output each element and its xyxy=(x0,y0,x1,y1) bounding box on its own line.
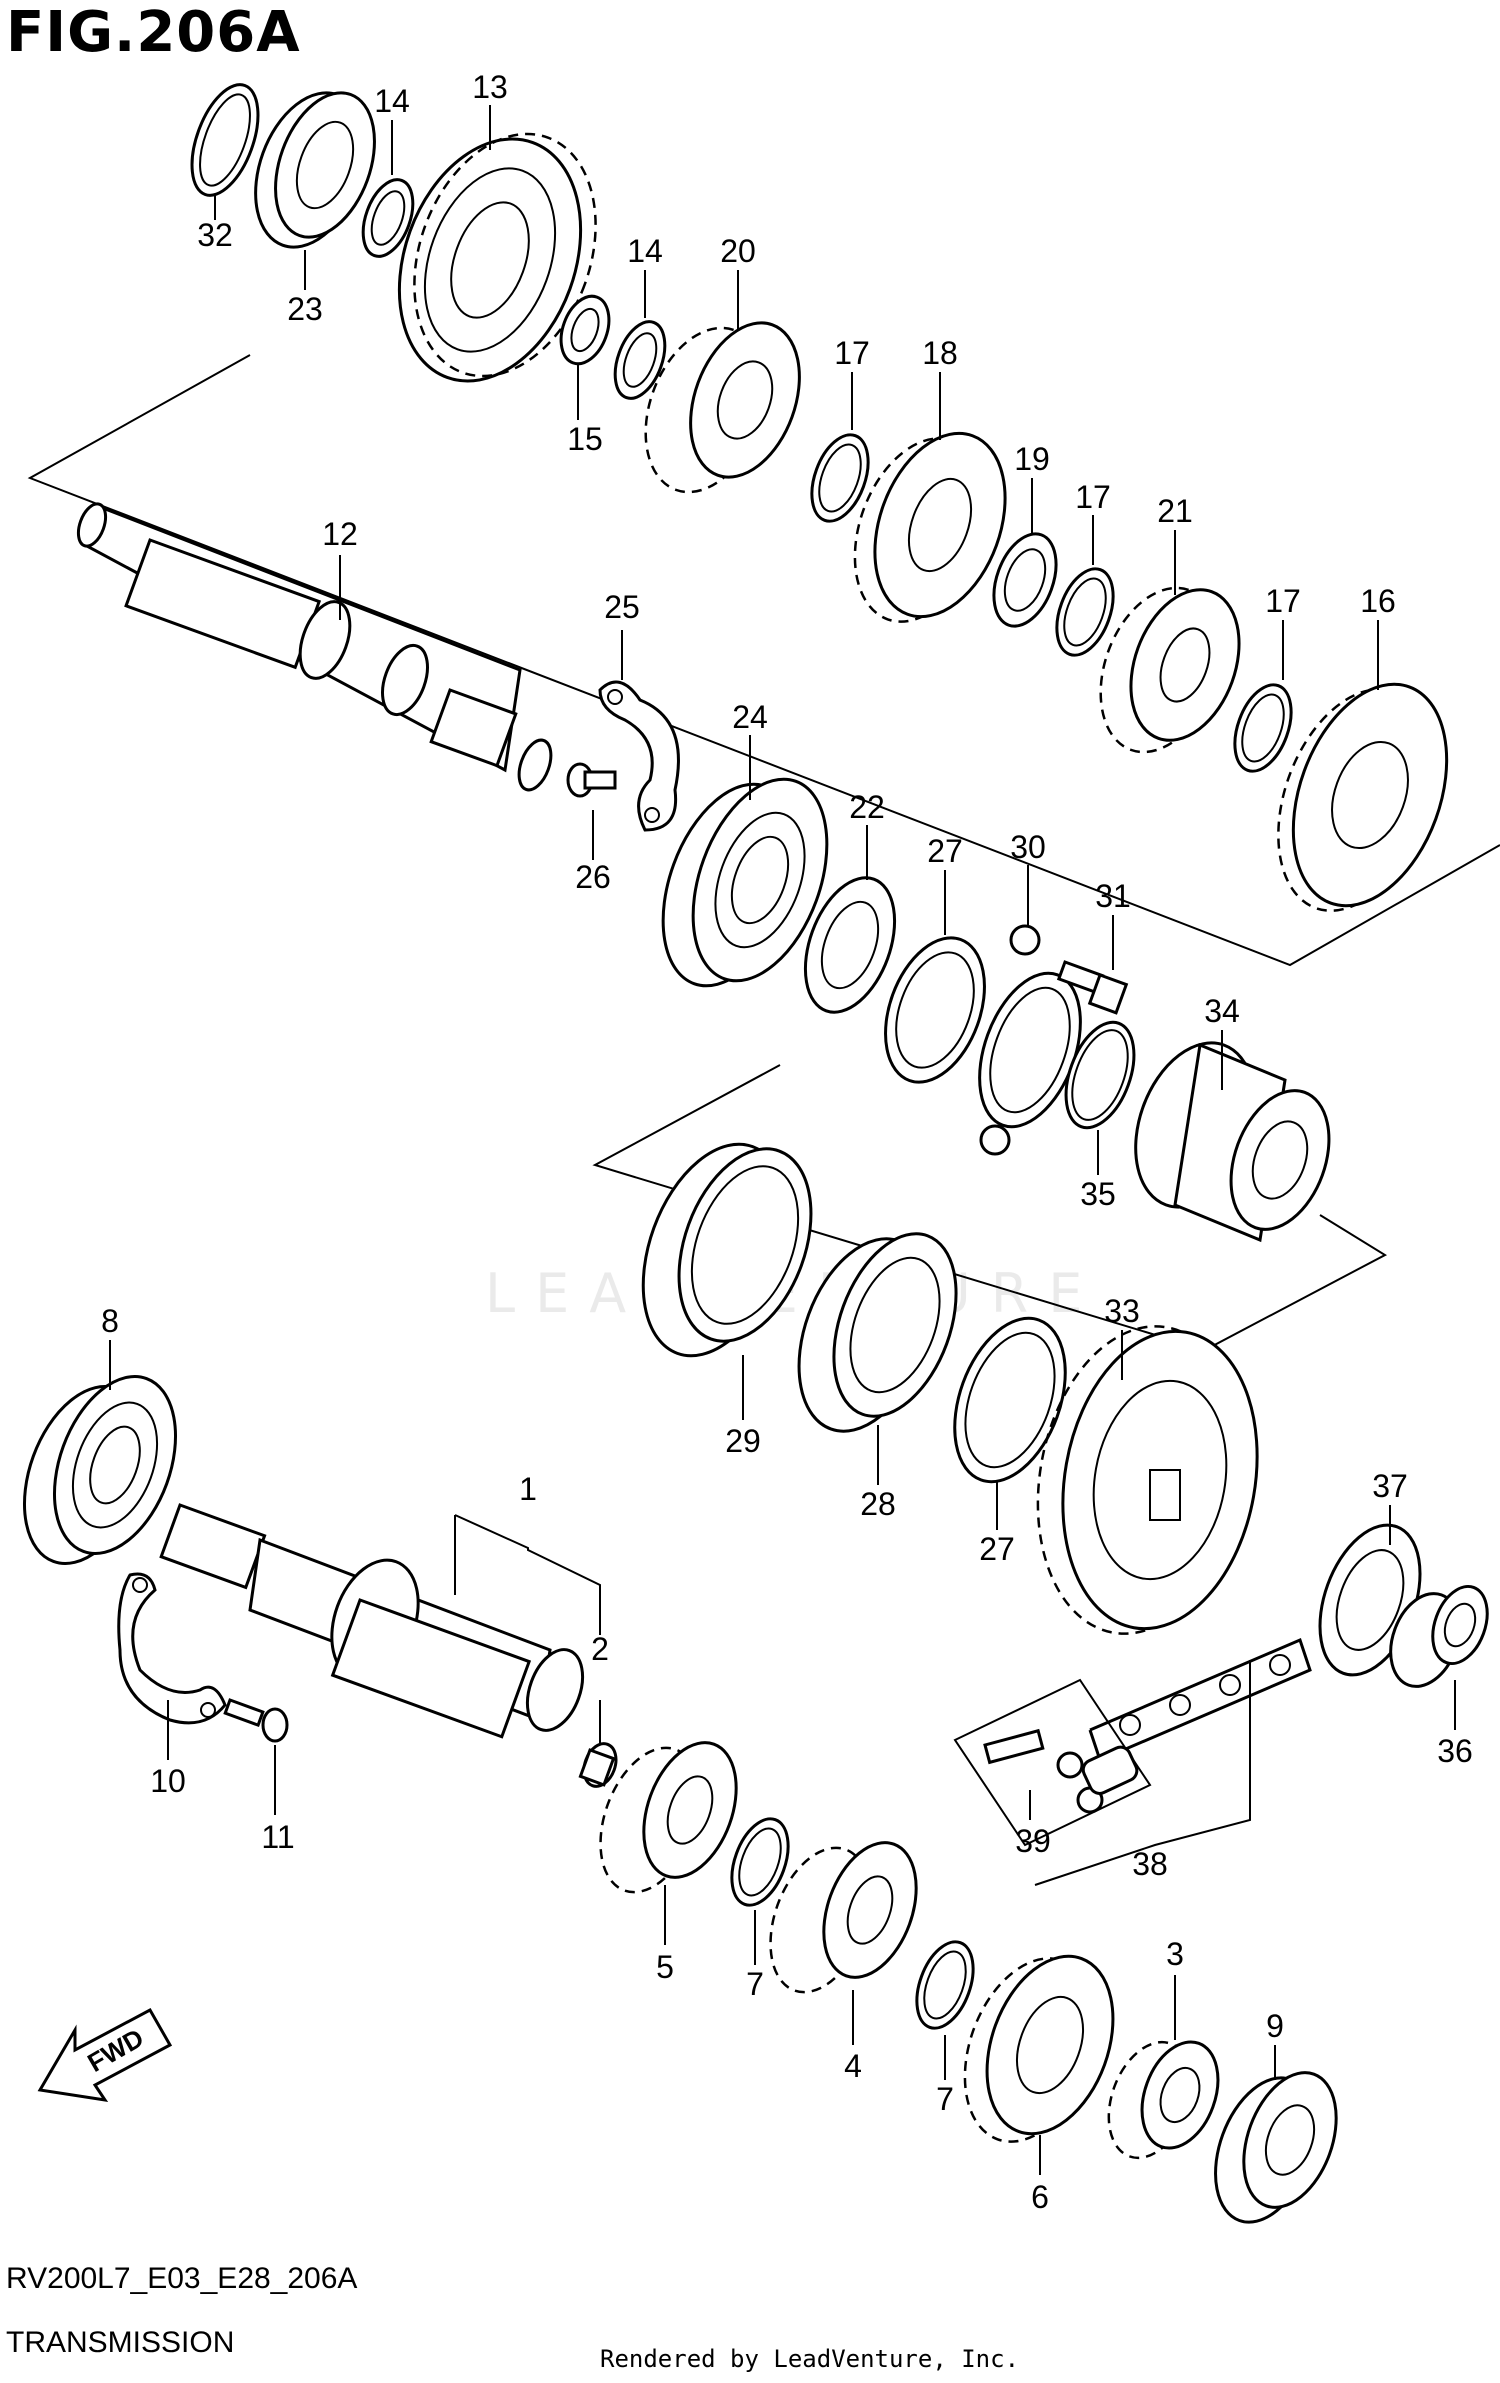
callout-26: 26 xyxy=(575,859,611,895)
figure-title: FIG.206A xyxy=(6,0,301,65)
part-36-nut[interactable] xyxy=(1379,1579,1498,1696)
callout-27b: 27 xyxy=(979,1531,1015,1567)
part-17-circlip-c[interactable] xyxy=(1224,677,1302,779)
callout-9: 9 xyxy=(1266,2008,1284,2044)
callout-32: 32 xyxy=(197,217,233,253)
part-22-washer[interactable] xyxy=(788,866,911,1025)
part-17-circlip-a[interactable] xyxy=(801,427,879,529)
callout-12: 12 xyxy=(322,516,358,552)
leader-lines xyxy=(109,105,1456,2175)
part-14-washer-a[interactable] xyxy=(354,173,423,263)
callout-17c: 17 xyxy=(1265,583,1301,619)
callout-4: 4 xyxy=(844,2048,862,2084)
part-32-circlip[interactable] xyxy=(179,76,271,204)
part-38-drive-chain[interactable] xyxy=(1088,1637,1312,1763)
callout-34: 34 xyxy=(1204,993,1240,1029)
part-30-retainer[interactable] xyxy=(960,924,1099,1156)
callout-7a: 7 xyxy=(746,1966,764,2002)
diagram-caption: TRANSMISSION xyxy=(6,2326,235,2359)
callout-19: 19 xyxy=(1014,441,1050,477)
callout-10: 10 xyxy=(150,1763,186,1799)
part-21-gear[interactable] xyxy=(1079,571,1258,768)
callout-17b: 17 xyxy=(1075,479,1111,515)
part-17-circlip-b[interactable] xyxy=(1046,561,1124,663)
callout-3: 3 xyxy=(1166,1936,1184,1972)
part-25-bearing-retainer[interactable] xyxy=(598,680,680,832)
part-7-circlip-a[interactable] xyxy=(721,1811,799,1913)
part-27-oil-seal-b[interactable] xyxy=(934,1303,1086,1497)
callout-27a: 27 xyxy=(927,833,963,869)
callout-5: 5 xyxy=(656,1949,674,1985)
part-24-bearing[interactable] xyxy=(638,761,853,1004)
callout-20: 20 xyxy=(720,233,756,269)
part-39-chain-joint-set[interactable] xyxy=(953,1678,1152,1847)
part-34-spacer[interactable] xyxy=(1114,1026,1347,1243)
callout-35: 35 xyxy=(1080,1176,1116,1212)
callout-21: 21 xyxy=(1157,493,1193,529)
part-18-gear[interactable] xyxy=(831,415,1029,640)
part-20-gear[interactable] xyxy=(624,308,819,509)
callout-36: 36 xyxy=(1437,1733,1473,1769)
callout-22: 22 xyxy=(849,789,885,825)
callout-2: 2 xyxy=(591,1631,609,1667)
part-33-sprocket[interactable] xyxy=(1015,1310,1280,1650)
callout-11: 11 xyxy=(261,1819,294,1855)
part-19-lock-washer[interactable] xyxy=(982,525,1067,634)
part-10-retainer-plate[interactable] xyxy=(117,1572,227,1725)
callout-29: 29 xyxy=(725,1423,761,1459)
part-28-bearing[interactable] xyxy=(774,1217,979,1450)
part-12-countershaft[interactable] xyxy=(73,500,557,794)
part-6-gear[interactable] xyxy=(941,1939,1136,2160)
part-35-o-ring[interactable] xyxy=(1053,1013,1147,1137)
callout-33: 33 xyxy=(1104,1293,1140,1329)
part-8-bearing[interactable] xyxy=(2,1360,198,1581)
render-credit: Rendered by LeadVenture, Inc. xyxy=(600,2345,1020,2373)
part-27-oil-seal-a[interactable] xyxy=(867,924,1003,1096)
part-1-main-shaft[interactable] xyxy=(159,1503,593,1739)
part-5-gear[interactable] xyxy=(582,1730,753,1906)
part-7-circlip-b[interactable] xyxy=(906,1934,984,2036)
callout-24: 24 xyxy=(732,699,768,735)
callout-labels: 32 23 14 13 14 15 20 17 18 19 17 21 17 1… xyxy=(101,69,1473,2215)
part-14-washer-b[interactable] xyxy=(606,315,675,405)
callout-1: 1 xyxy=(519,1471,537,1507)
part-2-needle-bearing[interactable] xyxy=(578,1739,621,1791)
callout-7b: 7 xyxy=(936,2081,954,2117)
callout-16: 16 xyxy=(1360,583,1396,619)
callout-15: 15 xyxy=(567,421,603,457)
part-26-screw[interactable] xyxy=(566,762,617,798)
part-29-oil-seal[interactable] xyxy=(616,1124,835,1375)
part-4-gear[interactable] xyxy=(752,1830,933,2006)
callout-17a: 17 xyxy=(834,335,870,371)
callout-14a: 14 xyxy=(374,83,410,119)
callout-39: 39 xyxy=(1015,1823,1051,1859)
part-16-gear[interactable] xyxy=(1250,663,1475,932)
callout-37: 37 xyxy=(1372,1468,1408,1504)
diagram-code: RV200L7_E03_E28_206A xyxy=(6,2262,358,2295)
callout-30: 30 xyxy=(1010,829,1046,865)
callout-23: 23 xyxy=(287,291,323,327)
part-23-bearing[interactable] xyxy=(236,78,393,263)
callout-8: 8 xyxy=(101,1303,119,1339)
fwd-arrow-icon: FWD xyxy=(37,2007,173,2103)
callout-6: 6 xyxy=(1031,2179,1049,2215)
part-31-bolt[interactable] xyxy=(1056,960,1129,1015)
callout-13: 13 xyxy=(472,69,508,105)
callout-28: 28 xyxy=(860,1486,896,1522)
callout-31: 31 xyxy=(1095,878,1131,914)
part-13-gear[interactable] xyxy=(367,108,627,406)
callout-38: 38 xyxy=(1132,1846,1168,1882)
callout-25: 25 xyxy=(604,589,640,625)
part-11-screw[interactable] xyxy=(223,1698,289,1743)
part-9-bearing[interactable] xyxy=(1197,2060,1353,2236)
callout-14b: 14 xyxy=(627,233,663,269)
part-15-needle-bearing[interactable] xyxy=(552,290,617,371)
part-3-gear[interactable] xyxy=(1094,2031,1232,2170)
callout-18: 18 xyxy=(922,335,958,371)
